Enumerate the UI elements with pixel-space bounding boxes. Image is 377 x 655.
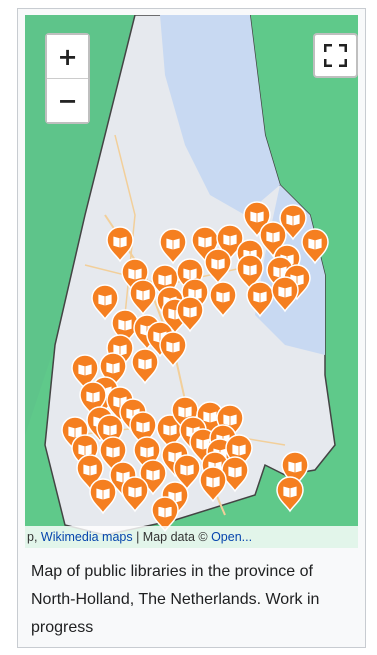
library-book-icon bbox=[127, 267, 143, 281]
library-book-icon bbox=[105, 445, 121, 459]
library-book-icon bbox=[97, 293, 113, 307]
zoom-in-button[interactable]: + bbox=[47, 35, 88, 78]
library-marker[interactable] bbox=[106, 226, 134, 263]
library-book-icon bbox=[137, 357, 153, 371]
library-book-icon bbox=[85, 390, 101, 404]
library-book-icon bbox=[307, 237, 323, 251]
library-book-icon bbox=[117, 318, 133, 332]
library-marker[interactable] bbox=[209, 281, 237, 318]
library-marker[interactable] bbox=[236, 254, 264, 291]
library-book-icon bbox=[112, 235, 128, 249]
library-book-icon bbox=[277, 285, 293, 299]
library-book-icon bbox=[177, 405, 193, 419]
library-book-icon bbox=[105, 361, 121, 375]
library-book-icon bbox=[205, 475, 221, 489]
library-marker[interactable] bbox=[301, 228, 329, 265]
library-book-icon bbox=[197, 235, 213, 249]
library-book-icon bbox=[210, 257, 226, 271]
library-marker[interactable] bbox=[91, 284, 119, 321]
zoom-control: + − bbox=[45, 33, 90, 124]
library-book-icon bbox=[202, 410, 218, 424]
library-book-icon bbox=[249, 210, 265, 224]
map-canvas bbox=[25, 15, 358, 548]
library-marker[interactable] bbox=[121, 476, 149, 513]
library-book-icon bbox=[182, 305, 198, 319]
library-marker[interactable] bbox=[71, 354, 99, 391]
openstreetmap-link[interactable]: Open... bbox=[211, 530, 253, 544]
library-book-icon bbox=[135, 420, 151, 434]
library-book-icon bbox=[162, 423, 178, 437]
library-marker[interactable] bbox=[89, 478, 117, 515]
library-book-icon bbox=[67, 425, 83, 439]
library-marker[interactable] bbox=[151, 496, 179, 533]
library-markers bbox=[61, 201, 329, 533]
library-marker[interactable] bbox=[279, 204, 307, 241]
fullscreen-button[interactable] bbox=[313, 33, 358, 78]
library-book-icon bbox=[222, 233, 238, 247]
library-marker[interactable] bbox=[156, 414, 184, 451]
waddenzee-water bbox=[160, 15, 280, 215]
library-book-icon bbox=[165, 237, 181, 251]
library-book-icon bbox=[139, 445, 155, 459]
library-marker[interactable] bbox=[204, 248, 232, 285]
library-book-icon bbox=[157, 505, 173, 519]
map-caption: Map of public libraries in the province … bbox=[31, 563, 320, 636]
library-book-icon bbox=[227, 465, 243, 479]
library-marker[interactable] bbox=[131, 348, 159, 385]
library-marker[interactable] bbox=[191, 226, 219, 263]
library-book-icon bbox=[127, 485, 143, 499]
library-book-icon bbox=[165, 340, 181, 354]
library-marker[interactable] bbox=[159, 331, 187, 368]
library-book-icon bbox=[285, 213, 301, 227]
library-book-icon bbox=[252, 290, 268, 304]
library-book-icon bbox=[287, 460, 303, 474]
library-marker[interactable] bbox=[246, 281, 274, 318]
library-marker[interactable] bbox=[221, 456, 249, 493]
library-book-icon bbox=[77, 443, 93, 457]
library-marker[interactable] bbox=[271, 276, 299, 313]
map-attribution: p, Wikimedia maps | Map data © Open... bbox=[25, 526, 358, 548]
library-book-icon bbox=[231, 443, 247, 457]
attribution-prefix: p, bbox=[27, 530, 41, 544]
library-marker[interactable] bbox=[129, 279, 157, 316]
zoom-out-button[interactable]: − bbox=[47, 79, 88, 122]
library-book-icon bbox=[102, 423, 118, 437]
library-marker[interactable] bbox=[159, 228, 187, 265]
library-book-icon bbox=[182, 267, 198, 281]
library-book-icon bbox=[135, 288, 151, 302]
wikimedia-maps-link[interactable]: Wikimedia maps bbox=[40, 530, 133, 544]
library-book-icon bbox=[222, 413, 238, 427]
library-book-icon bbox=[82, 463, 98, 477]
library-book-icon bbox=[145, 468, 161, 482]
library-book-icon bbox=[179, 463, 195, 477]
library-book-icon bbox=[265, 230, 281, 244]
library-marker[interactable] bbox=[199, 466, 227, 503]
library-marker[interactable] bbox=[176, 296, 204, 333]
library-book-icon bbox=[77, 363, 93, 377]
library-book-icon bbox=[157, 273, 173, 287]
attribution-separator: | Map data © bbox=[132, 530, 212, 544]
library-book-icon bbox=[282, 485, 298, 499]
fullscreen-icon bbox=[324, 44, 347, 67]
map-view[interactable] bbox=[25, 15, 358, 548]
library-marker[interactable] bbox=[276, 476, 304, 513]
library-marker[interactable] bbox=[173, 454, 201, 491]
library-book-icon bbox=[95, 487, 111, 501]
library-book-icon bbox=[242, 263, 258, 277]
library-book-icon bbox=[215, 290, 231, 304]
zoom-divider bbox=[47, 78, 88, 79]
